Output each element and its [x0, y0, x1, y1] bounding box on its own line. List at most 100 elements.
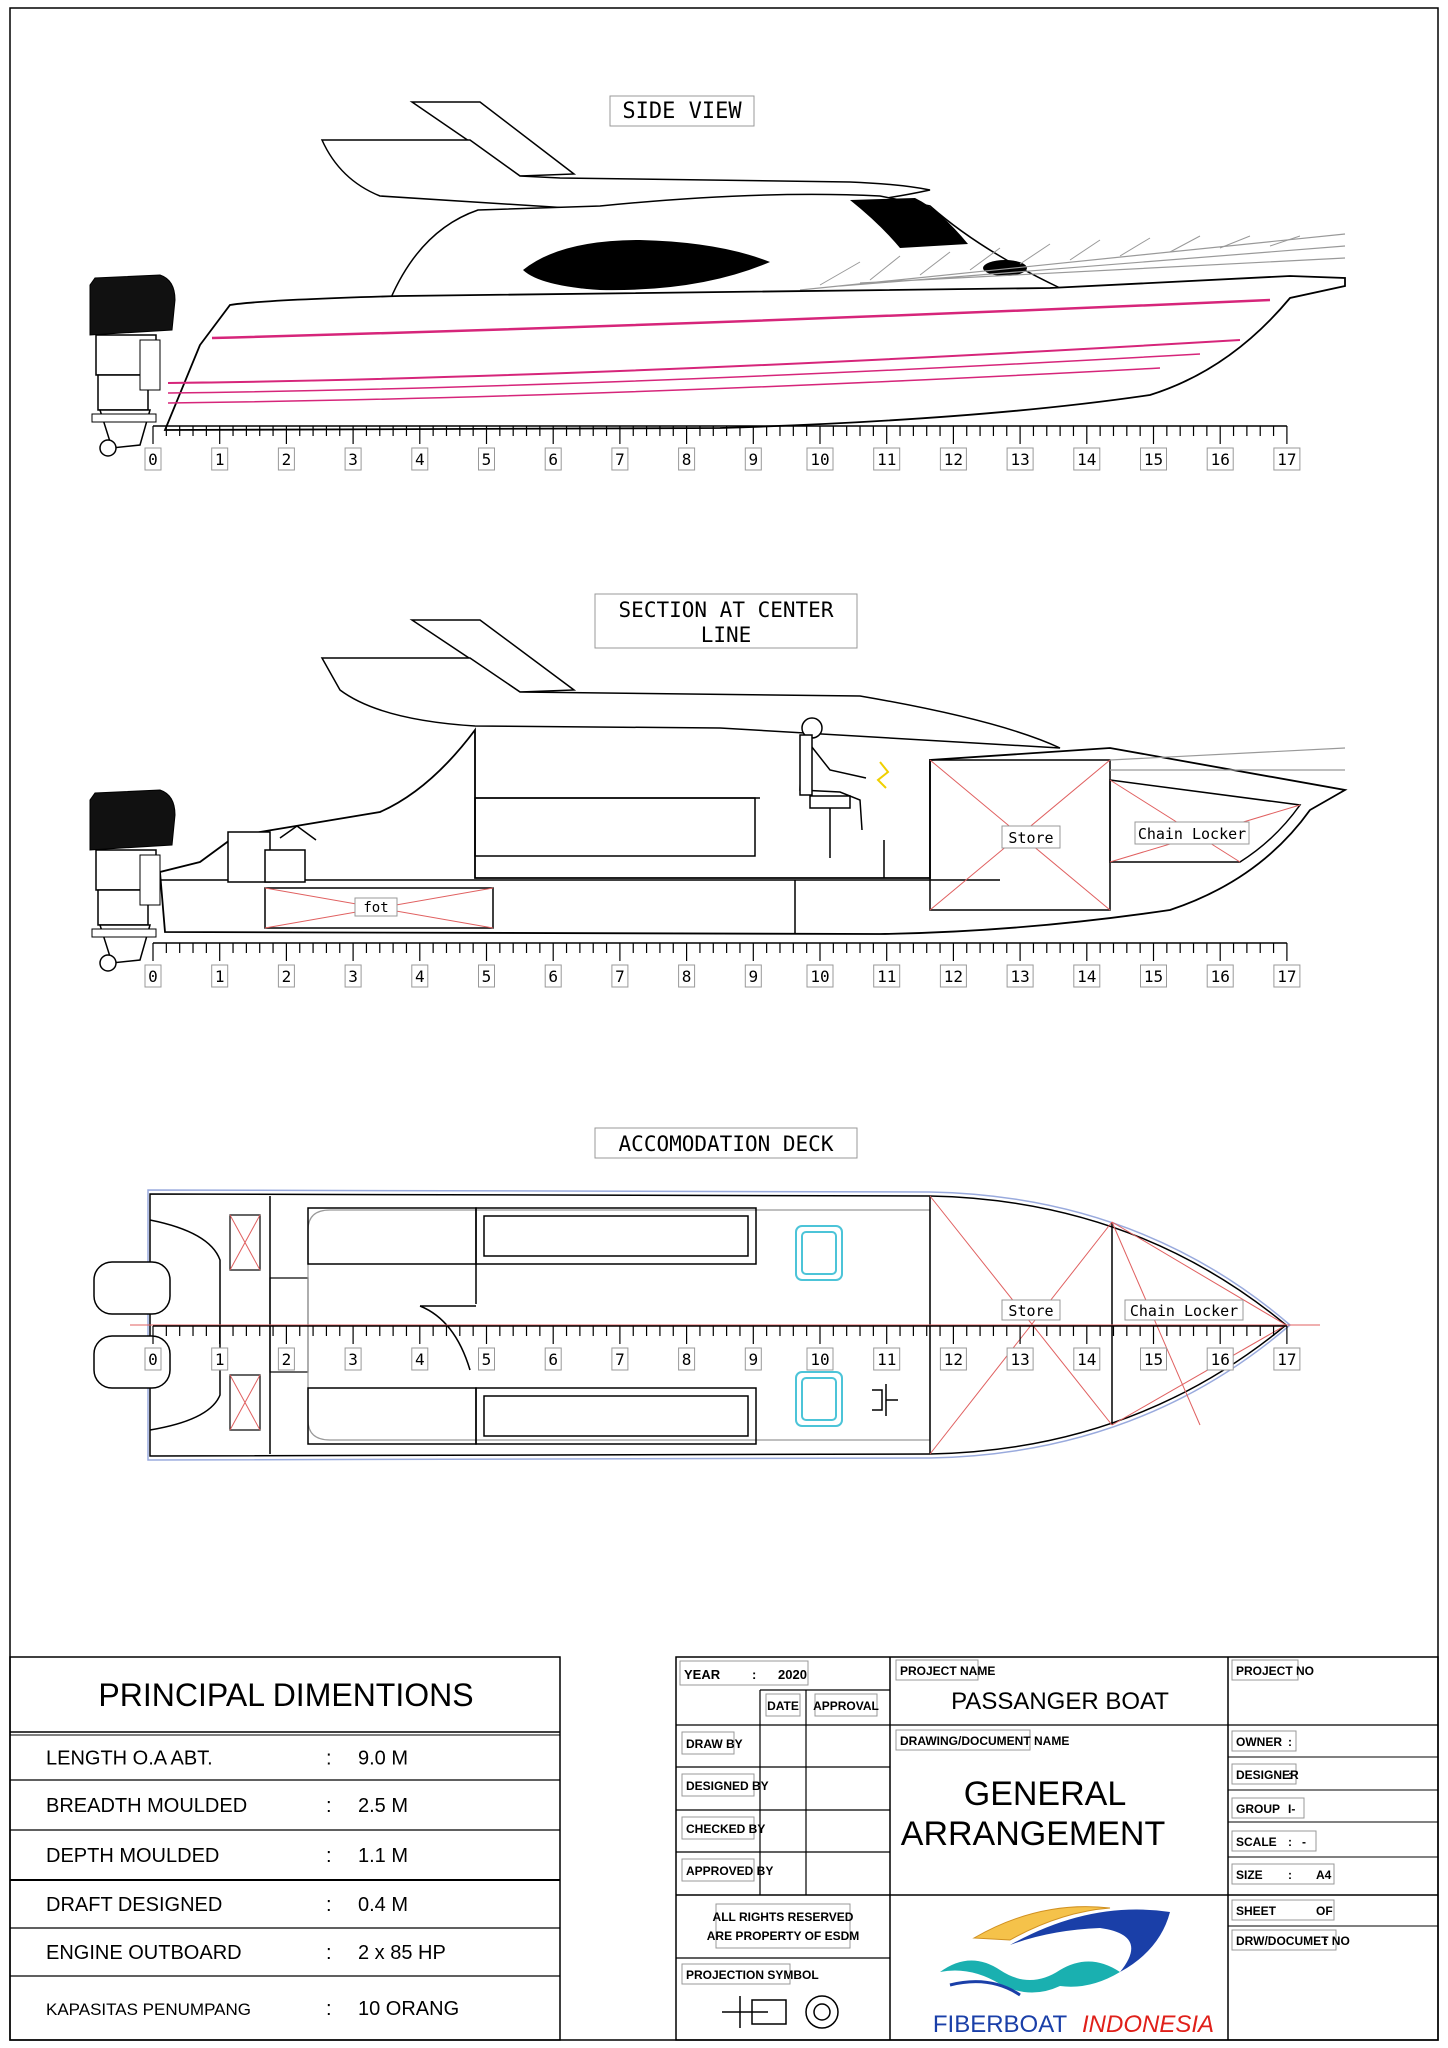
scale-label: 3 — [348, 450, 358, 469]
year-sep: : — [752, 1667, 756, 1682]
scale-label-box — [211, 964, 229, 988]
brand-fiberboat: FIBERBOAT — [933, 2011, 1068, 2038]
scale-label: 16 — [1211, 967, 1230, 986]
side-sheer-line — [211, 298, 1271, 340]
scale-label-box — [1273, 1347, 1301, 1371]
principal-dimensions-table: PRINCIPAL DIMENTIONS LENGTH O.A ABT.:9.0… — [9, 1656, 561, 2041]
principal-row-value: 2 x 85 HP — [358, 1942, 446, 1964]
drw-no-label: DRW/DOCUMET NO — [1236, 1934, 1350, 1948]
scale-label: 3 — [348, 1350, 358, 1369]
deck-store-label: Store — [1008, 1302, 1053, 1320]
scale-label-box — [211, 1347, 229, 1371]
scale-label: 6 — [548, 450, 558, 469]
scale-label-box — [1273, 447, 1301, 471]
principal-row-value: 2.5 M — [358, 1795, 408, 1817]
drawing-name-label: DRAWING/DOCUMENT NAME — [900, 1734, 1069, 1748]
scale-label: 2 — [282, 1350, 292, 1369]
deck-helm-seat-top — [795, 1225, 843, 1281]
scale-label: 8 — [682, 1350, 692, 1369]
scale-label-box — [344, 964, 362, 988]
scale-label: 14 — [1077, 450, 1096, 469]
size-value: A4 — [1316, 1868, 1332, 1882]
side-cabin — [388, 193, 1061, 301]
principal-row-label: ENGINE OUTBOARD — [46, 1942, 242, 1964]
scale-label: 11 — [877, 450, 896, 469]
deck-chain-locker-label: Chain Locker — [1130, 1302, 1238, 1320]
scale-label-box — [678, 447, 696, 471]
project-name-label: PROJECT NAME — [900, 1664, 995, 1678]
scale-label-box — [806, 964, 834, 988]
scale-label: 14 — [1077, 1350, 1096, 1369]
group-label: GROUP — [1236, 1802, 1280, 1816]
side-outboard-engine — [89, 274, 176, 457]
scale-label-box — [1273, 964, 1301, 988]
side-cabin-window — [523, 240, 770, 291]
projection-label: PROJECTION SYMBOL — [686, 1968, 819, 1982]
scale-label: 14 — [1077, 967, 1096, 986]
scale-label-box — [544, 964, 562, 988]
scale-label-box — [478, 1347, 495, 1371]
section-outboard-engine — [89, 789, 176, 972]
scale-label-box — [873, 1347, 901, 1371]
projection-symbol — [722, 1995, 839, 2029]
scale-label: 10 — [810, 450, 829, 469]
scale-label: 1 — [215, 1350, 225, 1369]
principal-row-label: LENGTH O.A ABT. — [46, 1748, 213, 1770]
scale-label: 10 — [810, 967, 829, 986]
principal-row-label: KAPASITAS PENUMPANG — [46, 2000, 251, 2019]
scale-label: 17 — [1277, 1350, 1296, 1369]
scale-label-box — [1206, 1347, 1234, 1371]
scale-label-box — [411, 447, 429, 471]
scale-label-box — [939, 447, 967, 471]
section-hull — [159, 727, 1348, 935]
principal-row-sep: : — [326, 1894, 332, 1916]
year-value: 2020 — [778, 1667, 807, 1682]
section-title-line2: LINE — [701, 623, 752, 647]
scale-label: 0 — [148, 1350, 158, 1369]
size-sep: : — [1288, 1868, 1292, 1882]
section-fuel-label: fot — [363, 900, 388, 916]
principal-row-sep: : — [326, 1845, 332, 1867]
scale-label-box — [744, 447, 762, 471]
principal-row-value: 0.4 M — [358, 1894, 408, 1916]
scale-label: 17 — [1277, 450, 1296, 469]
principal-row-sep: : — [326, 1748, 332, 1770]
scale-label: 6 — [548, 1350, 558, 1369]
scale-label: 8 — [682, 450, 692, 469]
scale-label-box — [1073, 1347, 1101, 1371]
deck-steering-wheel — [872, 1384, 898, 1416]
designed-by-label: DESIGNED BY — [686, 1779, 769, 1793]
scale-label: 9 — [748, 450, 758, 469]
scale-label-box — [873, 447, 901, 471]
scale-label-box — [611, 964, 629, 988]
size-label: SIZE — [1236, 1868, 1263, 1882]
drawing-name-line1: GENERAL — [964, 1775, 1127, 1813]
drawing-name-line2: ARRANGEMENT — [901, 1815, 1165, 1853]
principal-title: PRINCIPAL DIMENTIONS — [98, 1677, 473, 1713]
scale-label-box — [144, 447, 162, 471]
scale-label: 2 — [282, 967, 292, 986]
scale-label-box — [277, 1347, 295, 1371]
scale-label-box — [873, 964, 901, 988]
scale-label: 12 — [944, 450, 963, 469]
side-windshield — [850, 198, 968, 248]
principal-row-label: DRAFT DESIGNED — [46, 1894, 222, 1916]
scale-label: 4 — [415, 967, 425, 986]
principal-row-label: DEPTH MOULDED — [46, 1845, 219, 1867]
rights-line1: ALL RIGHTS RESERVED — [713, 1910, 854, 1924]
scale-label-box — [1140, 964, 1167, 988]
scale-label-box — [939, 964, 967, 988]
scale-label: 11 — [877, 1350, 896, 1369]
rights-line2: ARE PROPERTY OF ESDM — [707, 1929, 859, 1943]
deck-title: ACCOMODATION DECK — [619, 1132, 834, 1156]
scale-label: 9 — [748, 967, 758, 986]
scale-label: 13 — [1010, 450, 1029, 469]
drw-no-sep: : — [1324, 1934, 1328, 1948]
designer-label: DESIGNER — [1236, 1768, 1299, 1782]
scale-label: 17 — [1277, 967, 1296, 986]
section-title-line1: SECTION AT CENTER — [619, 598, 834, 622]
scale-label: 13 — [1010, 967, 1029, 986]
